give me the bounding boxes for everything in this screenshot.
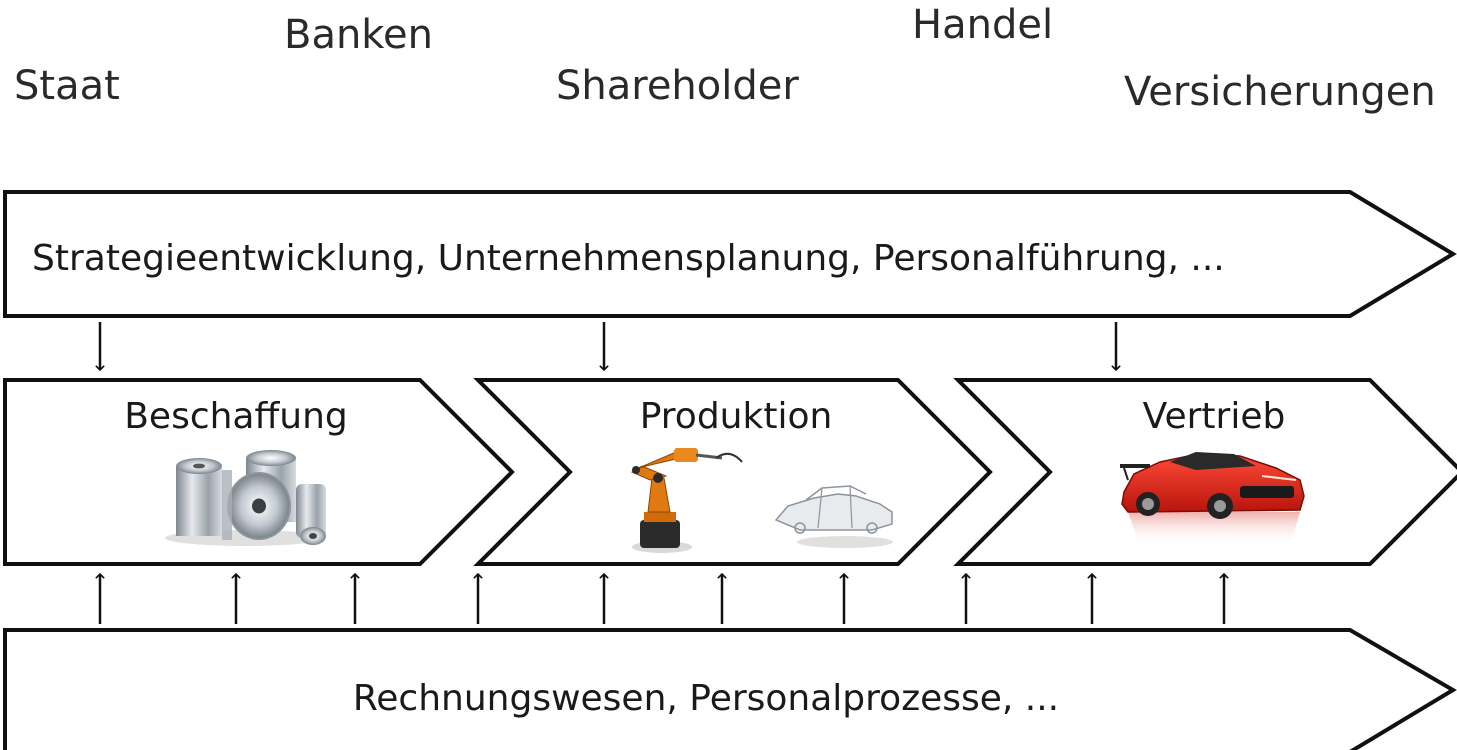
produktion-label: Produktion — [640, 396, 833, 437]
management-band-shape — [3, 190, 1457, 318]
vertrieb-label: Vertrieb — [1143, 396, 1286, 437]
stakeholder-banken: Banken — [284, 12, 434, 58]
core-process-beschaffung: Beschaffung — [3, 378, 515, 566]
support-band-label: Rechnungswesen, Personalprozesse, ... — [353, 678, 1059, 719]
support-band: Rechnungswesen, Personalprozesse, ... — [3, 628, 1457, 750]
management-band-label: Strategieentwicklung, Unternehmensplanun… — [32, 238, 1225, 279]
support-band-shape — [3, 628, 1457, 750]
management-band: Strategieentwicklung, Unternehmensplanun… — [3, 190, 1457, 318]
stakeholder-staat: Staat — [14, 63, 120, 109]
industrial-robot-image — [630, 448, 743, 553]
down-arrows — [95, 322, 1121, 372]
core-process-produktion: Produktion — [473, 378, 993, 566]
core-process-vertrieb: Vertrieb — [953, 378, 1457, 566]
stakeholder-shareholder: Shareholder — [556, 63, 799, 109]
car-body-image — [774, 485, 893, 548]
aluminium-rolls-image — [165, 450, 326, 546]
up-arrows — [95, 572, 1229, 624]
beschaffung-label: Beschaffung — [124, 396, 348, 437]
red-sports-car-image — [1120, 452, 1305, 546]
stakeholder-versicherungen: Versicherungen — [1124, 69, 1436, 115]
stakeholder-handel: Handel — [912, 2, 1054, 48]
